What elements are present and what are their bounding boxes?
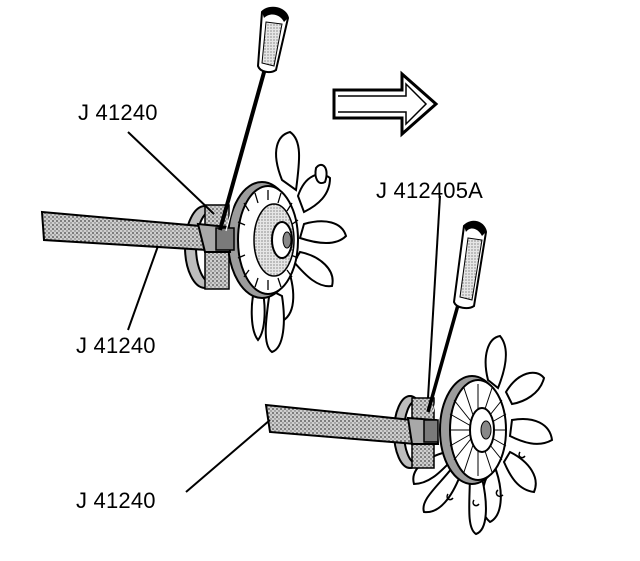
right-wrench-handle: [264, 403, 440, 446]
left-fan-clutch: [227, 181, 299, 299]
right-fan-clutch: [439, 375, 507, 485]
label-bottom-handle: J 41240: [76, 488, 156, 513]
leader-left-handle: [127, 245, 159, 331]
leader-bottom-handle: [185, 419, 271, 493]
leader-lines: [127, 131, 441, 493]
left-spanner-tool: [218, 6, 290, 232]
right-fan-blades: [412, 334, 554, 536]
label-top-tool: J 41240: [78, 100, 158, 125]
direction-arrow: [332, 70, 439, 138]
right-assembly: [264, 220, 554, 536]
left-assembly: [40, 6, 348, 354]
leader-right-tool: [427, 195, 441, 399]
label-right-tool: J 412405A: [376, 178, 483, 203]
label-left-handle: J 41240: [76, 333, 156, 358]
leader-top-tool: [127, 131, 215, 215]
right-spanner-tool: [426, 220, 488, 413]
left-wrench-handle: [40, 210, 235, 253]
